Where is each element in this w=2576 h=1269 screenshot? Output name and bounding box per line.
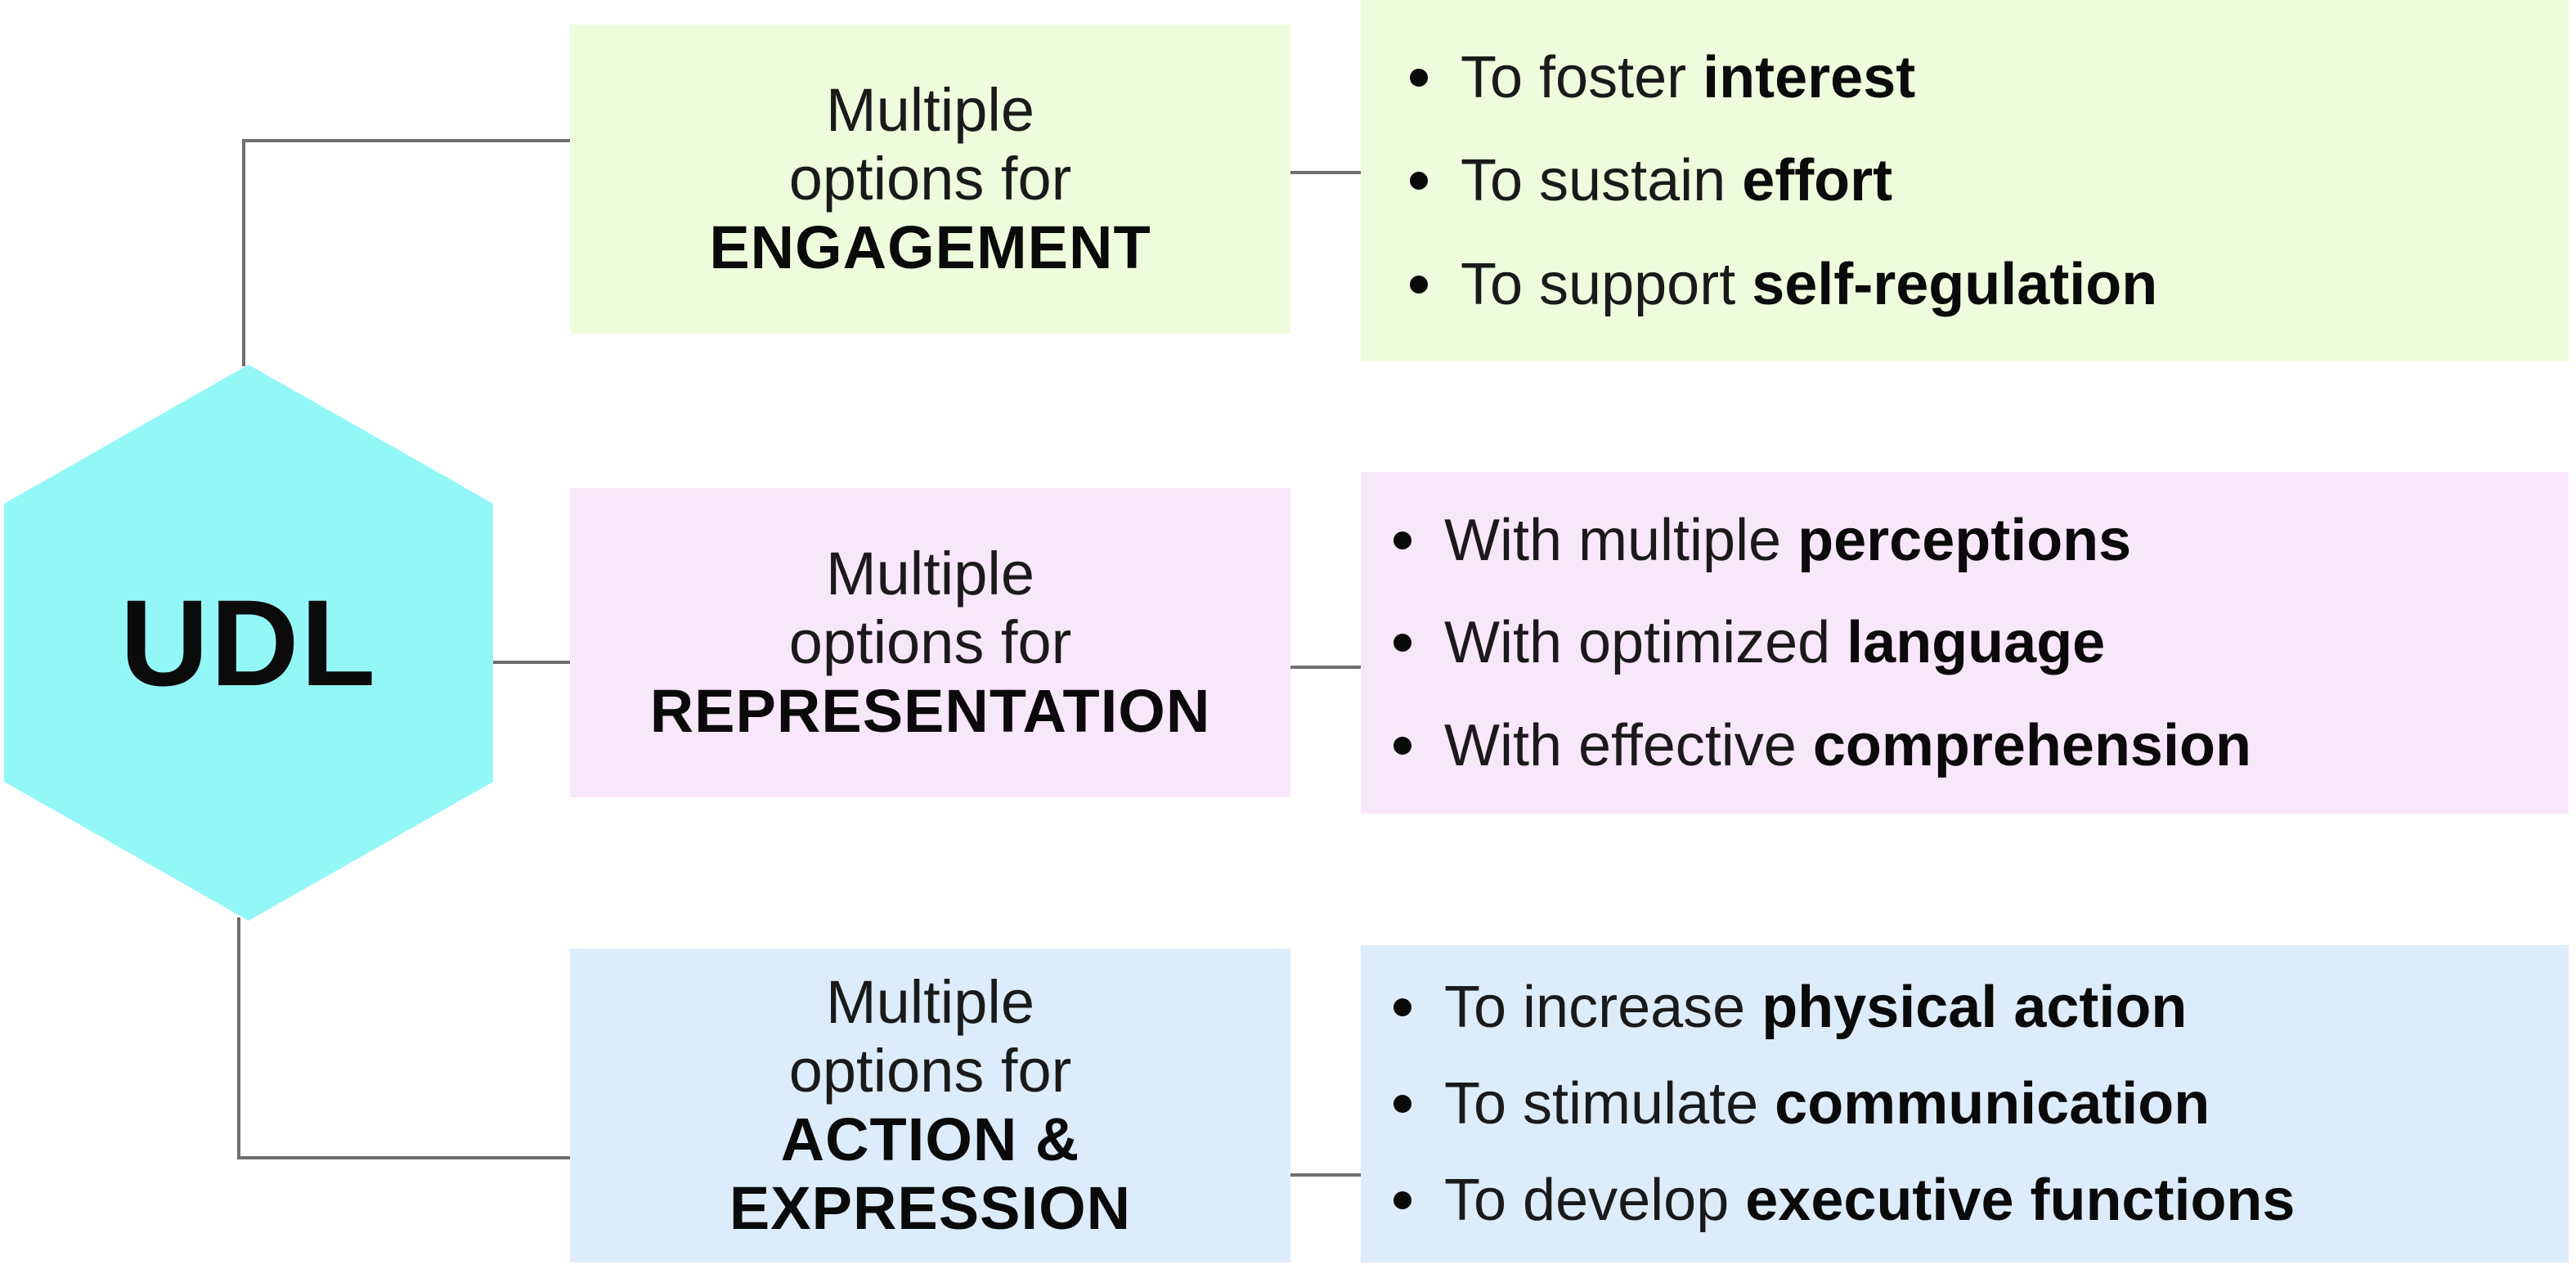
bullet-icon [1393, 998, 1411, 1016]
bullet-icon [1393, 1095, 1411, 1113]
bullet-icon [1393, 736, 1411, 755]
item-keyword: language [1847, 610, 2106, 675]
udl-label: UDL [119, 573, 378, 711]
connector-top-vertical [242, 141, 245, 366]
category-line-2: options for [788, 608, 1072, 676]
item-text: To sustain [1461, 148, 1726, 213]
item-text: To foster [1461, 44, 1687, 110]
connector-middle-horizontal [491, 661, 571, 664]
list-item: To increase physical action [1393, 973, 2569, 1042]
category-representation: Multiple options for REPRESENTATION [570, 488, 1290, 797]
category-line-2: options for [788, 145, 1072, 213]
item-keyword: self-regulation [1752, 251, 2158, 317]
bullet-icon [1393, 634, 1411, 652]
connector-bottom-vertical [237, 917, 240, 1159]
category-title: ACTION & [780, 1105, 1080, 1173]
list-item: To support self-regulation [1410, 250, 2569, 319]
list-item: To foster interest [1410, 43, 2569, 112]
item-text: To stimulate [1444, 1071, 1759, 1137]
hexagon-shape-icon [4, 365, 493, 921]
connector-representation-list [1290, 666, 1361, 669]
bullet-icon [1410, 68, 1428, 87]
category-title: ENGAGEMENT [709, 213, 1151, 281]
item-keyword: physical action [1761, 975, 2188, 1040]
list-item: With multiple perceptions [1393, 506, 2569, 575]
bullet-icon [1393, 531, 1411, 549]
category-line-1: Multiple [826, 968, 1034, 1036]
item-text: With effective [1444, 712, 1797, 778]
item-text: To increase [1444, 975, 1746, 1040]
item-keyword: executive functions [1745, 1168, 2296, 1233]
connector-top-horizontal [242, 139, 571, 142]
list-item: To sustain effort [1410, 146, 2569, 215]
category-line-1: Multiple [826, 540, 1034, 608]
connector-bottom-horizontal [237, 1156, 571, 1159]
representation-list: With multiple perceptions With optimized… [1361, 472, 2569, 814]
udl-hexagon: UDL [4, 365, 493, 921]
item-keyword: effort [1742, 148, 1893, 213]
category-line-1: Multiple [826, 76, 1034, 144]
category-engagement: Multiple options for ENGAGEMENT [570, 25, 1290, 334]
bullet-icon [1410, 275, 1428, 294]
bullet-icon [1393, 1191, 1411, 1209]
item-keyword: interest [1703, 44, 1916, 110]
connector-action-list [1290, 1173, 1361, 1177]
category-title-2: EXPRESSION [729, 1174, 1132, 1242]
list-item: To stimulate communication [1393, 1069, 2569, 1138]
item-keyword: perceptions [1797, 507, 2132, 573]
item-text: With multiple [1444, 507, 1782, 573]
connector-engagement-list [1290, 171, 1361, 174]
category-action-expression: Multiple options for ACTION & EXPRESSION [570, 948, 1290, 1262]
category-title: REPRESENTATION [649, 677, 1211, 745]
item-keyword: comprehension [1812, 712, 2251, 778]
bullet-icon [1410, 172, 1428, 190]
category-line-2: options for [788, 1037, 1072, 1105]
item-text: With optimized [1444, 610, 1831, 675]
item-text: To develop [1444, 1168, 1730, 1233]
list-item: With effective comprehension [1393, 711, 2569, 780]
action-expression-list: To increase physical action To stimulate… [1361, 945, 2569, 1262]
list-item: With optimized language [1393, 608, 2569, 677]
item-text: To support [1461, 251, 1736, 317]
engagement-list: To foster interest To sustain effort To … [1361, 0, 2569, 361]
item-keyword: communication [1775, 1071, 2210, 1137]
list-item: To develop executive functions [1393, 1166, 2569, 1235]
